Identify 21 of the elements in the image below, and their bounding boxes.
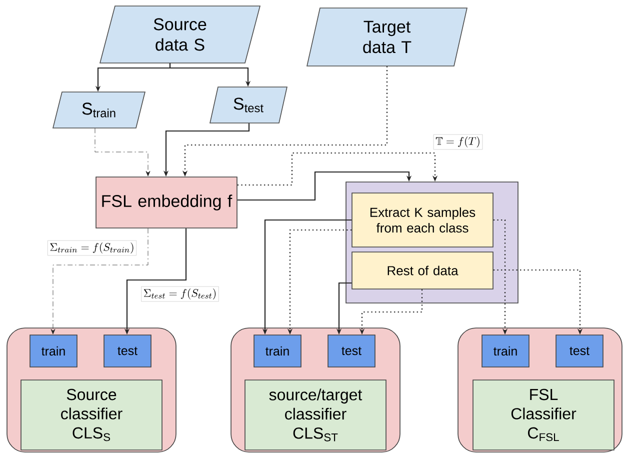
edge-label: $\Sigma_{test} = f(S_{test})$	[141, 286, 219, 302]
process-box: Rest of data	[352, 252, 494, 290]
split-box: test	[104, 334, 152, 368]
classifier-box: FSL Classifier C$_{FSL}$	[472, 380, 614, 450]
process-box: Extract K samples from each class	[352, 192, 494, 248]
classifier-box: source/target classifier CLS$_{ST}$	[244, 380, 386, 450]
edge-label: $\Sigma_{train} = f(S_{train})$	[47, 240, 137, 256]
split-box: train	[254, 334, 302, 368]
edge-label: $\mathbb{T} = f(T)$	[433, 134, 483, 150]
split-box: test	[328, 334, 376, 368]
data-parallelogram: Target data T	[306, 8, 468, 66]
split-box: train	[30, 334, 78, 368]
data-parallelogram: S$_{test}$	[210, 86, 288, 124]
split-box: test	[556, 334, 604, 368]
embedding-box: FSL embedding f	[96, 176, 238, 228]
arrow	[50, 228, 148, 334]
split-box: train	[482, 334, 530, 368]
classifier-box: Source classifier CLS$_{S}$	[20, 380, 162, 450]
arrow	[237, 171, 412, 201]
arrow	[94, 128, 150, 176]
arrow	[237, 152, 438, 186]
